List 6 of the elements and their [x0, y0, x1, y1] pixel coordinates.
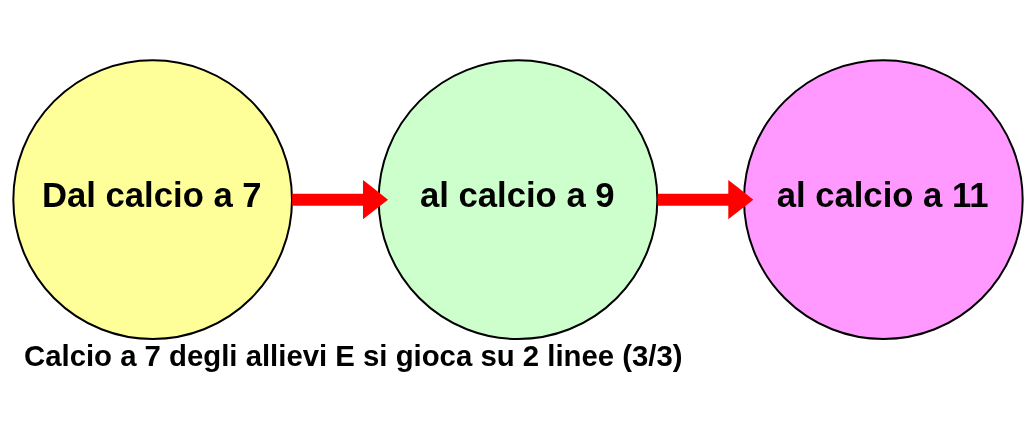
caption: Calcio a 7 degli allievi E si gioca su 2 linee (3/3) — [24, 338, 683, 372]
node-circle: al calcio a 9 — [377, 58, 659, 340]
arrow — [292, 179, 388, 219]
node-circle: Dal calcio a 7 — [12, 58, 293, 340]
arrow — [657, 179, 754, 219]
node-circle: al calcio a 11 — [743, 58, 1024, 340]
